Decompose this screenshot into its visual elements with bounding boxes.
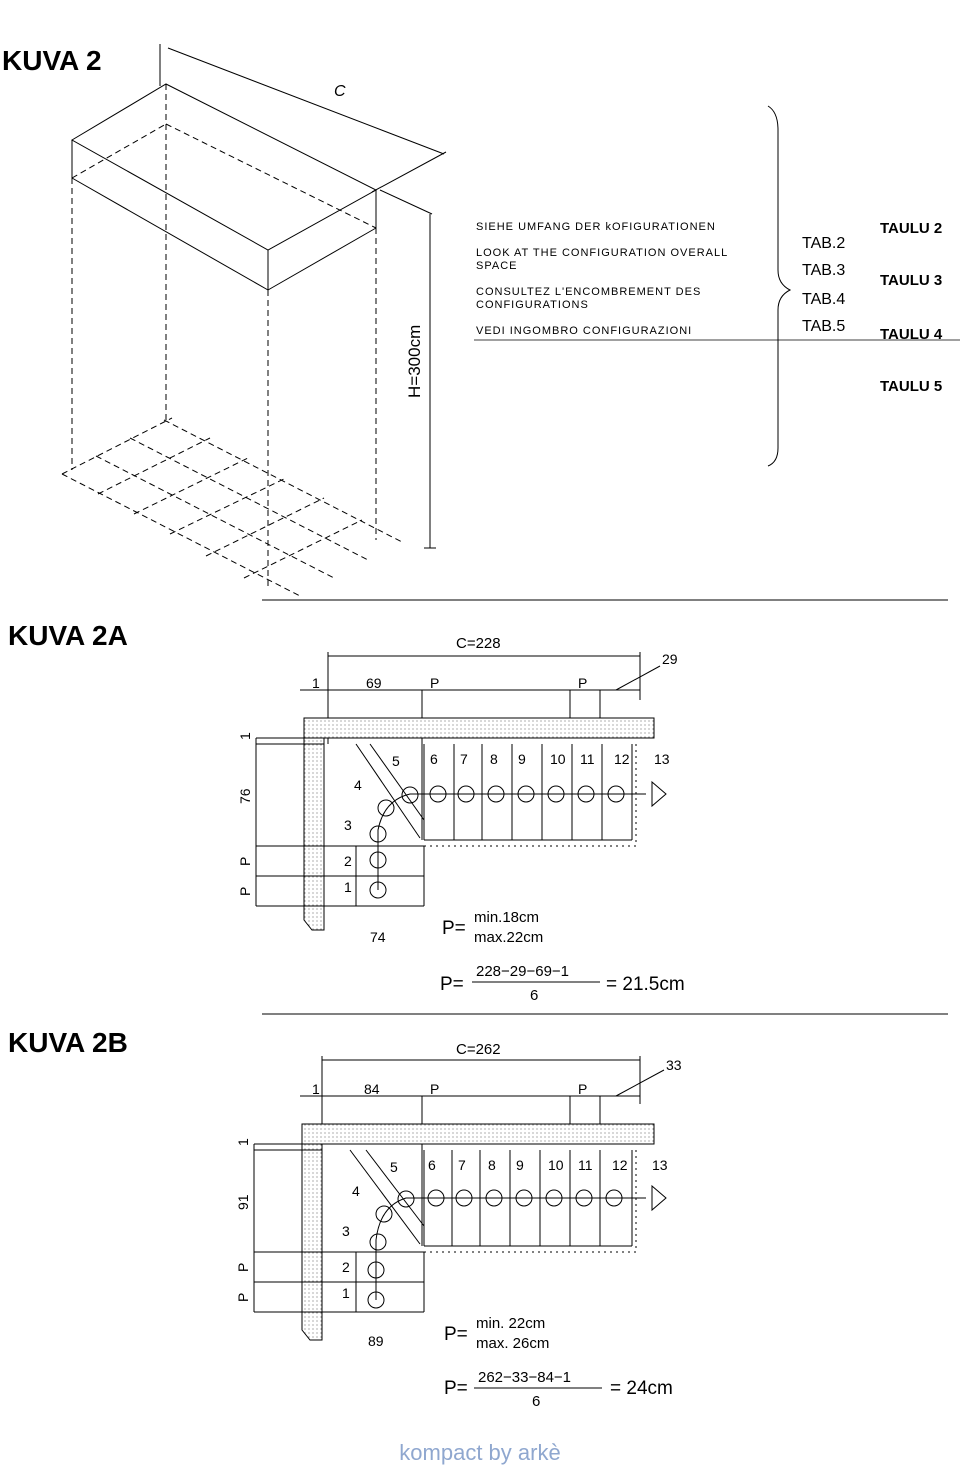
p-max: max.22cm [474, 929, 543, 946]
step-number: 5 [392, 753, 400, 769]
dim-left-label: P [235, 1293, 251, 1302]
step-number: 2 [344, 853, 352, 869]
step-number: 8 [490, 751, 498, 767]
taulu-refs: TAULU 2 TAULU 3 TAULU 4 TAULU 5 [880, 220, 943, 395]
taulu-ref: TAULU 2 [880, 220, 942, 237]
formula-result: = 24cm [610, 1378, 673, 1399]
c-dimension: C [159, 44, 447, 193]
footer-brand: kompact by arkè [399, 1440, 561, 1465]
step-number: 3 [342, 1223, 350, 1239]
dim-top-label: P [578, 675, 587, 691]
dim-left-label: P [235, 1263, 251, 1272]
note-fr-2: CONFIGURATIONS [476, 299, 589, 311]
space-box [71, 83, 378, 590]
dim-top-label: P [578, 1081, 587, 1097]
formula-lhs: P= [444, 1378, 468, 1399]
step-number: 9 [518, 751, 526, 767]
step-number: 10 [548, 1157, 564, 1173]
dim-top-label: 69 [366, 675, 382, 691]
note-de: SIEHE UMFANG DER kOFIGURATIONEN [476, 221, 716, 233]
tab-ref: TAB.5 [802, 318, 845, 335]
dim-left-label: P [237, 857, 253, 866]
step-number: 12 [612, 1157, 628, 1173]
p-max: max. 26cm [476, 1335, 549, 1352]
step-number: 9 [516, 1157, 524, 1173]
floor-grid [61, 417, 403, 597]
formula-numerator: 262−33−84−1 [478, 1369, 571, 1386]
step-number: 3 [344, 817, 352, 833]
formula-denominator: 6 [530, 987, 538, 1004]
taulu-ref: TAULU 4 [880, 326, 943, 343]
dim-left-label: 76 [237, 788, 253, 804]
dim-left-label: P [237, 887, 253, 896]
note-fr-1: CONSULTEZ L'ENCOMBREMENT DES [476, 286, 701, 298]
step-number: 5 [390, 1159, 398, 1175]
tab-refs: TAB.2 TAB.3 TAB.4 TAB.5 [802, 235, 845, 335]
step-number: 13 [654, 751, 670, 767]
dim-top-label: P [430, 675, 439, 691]
dim-top-label: 1 [312, 675, 320, 691]
p-label: P= [442, 918, 466, 939]
step-number: 1 [344, 879, 352, 895]
c-dimension-label: C=228 [456, 635, 501, 652]
taulu-ref: TAULU 5 [880, 378, 942, 395]
tab-ref: TAB.3 [802, 262, 845, 279]
dim-top-label: P [430, 1081, 439, 1097]
step-number: 6 [430, 751, 438, 767]
formula-numerator: 228−29−69−1 [476, 963, 569, 980]
formula-result: = 21.5cm [606, 974, 685, 995]
kuva2a-title: KUVA 2A [8, 620, 128, 651]
step-number: 4 [354, 777, 362, 793]
step-number: 8 [488, 1157, 496, 1173]
dim-top-label: 29 [662, 651, 678, 667]
step-number: 4 [352, 1183, 360, 1199]
bottom-width-label: 89 [368, 1333, 384, 1349]
step-number: 11 [580, 751, 595, 767]
height-label: H=300cm [405, 325, 424, 398]
step-number: 2 [342, 1259, 350, 1275]
kuva2b-title: KUVA 2B [8, 1027, 128, 1058]
c-dimension-label: C=262 [456, 1041, 501, 1058]
formula-denominator: 6 [532, 1393, 540, 1410]
note-en-2: SPACE [476, 260, 517, 272]
step-number: 11 [578, 1157, 593, 1173]
dim-left-label: 91 [235, 1194, 251, 1210]
note-en-1: LOOK AT THE CONFIGURATION OVERALL [476, 247, 728, 259]
kuva2-title: KUVA 2 [2, 45, 102, 76]
brace [767, 105, 792, 467]
note-it: VEDI INGOMBRO CONFIGURAZIONI [476, 325, 692, 337]
tab-ref: TAB.2 [802, 235, 845, 252]
p-label: P= [444, 1324, 468, 1345]
step-number: 6 [428, 1157, 436, 1173]
step-number: 12 [614, 751, 630, 767]
tread-nodes [367, 1189, 623, 1309]
step-number: 10 [550, 751, 566, 767]
c-label: C [334, 83, 346, 100]
step-number: 13 [652, 1157, 668, 1173]
tread-nodes [369, 785, 625, 899]
height-dimension: H=300cm [379, 189, 436, 549]
notes-block: SIEHE UMFANG DER kOFIGURATIONEN LOOK AT … [474, 221, 960, 341]
dim-top-label: 84 [364, 1081, 380, 1097]
dim-top-label: 1 [312, 1081, 320, 1097]
kuva2a-plan: KUVA 2A C=228 1 69 P P 29 1 76 P P [8, 620, 685, 1004]
bottom-width-label: 74 [370, 929, 386, 945]
taulu-ref: TAULU 3 [880, 272, 942, 289]
p-min: min. 22cm [476, 1315, 545, 1332]
p-min: min.18cm [474, 909, 539, 926]
tab-ref: TAB.4 [802, 291, 845, 308]
dim-left-label: 1 [237, 732, 253, 740]
step-number: 7 [458, 1157, 466, 1173]
step-number: 1 [342, 1285, 350, 1301]
formula-lhs: P= [440, 974, 464, 995]
step-number: 7 [460, 751, 468, 767]
kuva2b-plan: KUVA 2B C=262 1 84 P P 33 1 91 P P [8, 1027, 682, 1410]
dim-left-label: 1 [235, 1138, 251, 1146]
dim-top-label: 33 [666, 1057, 682, 1073]
